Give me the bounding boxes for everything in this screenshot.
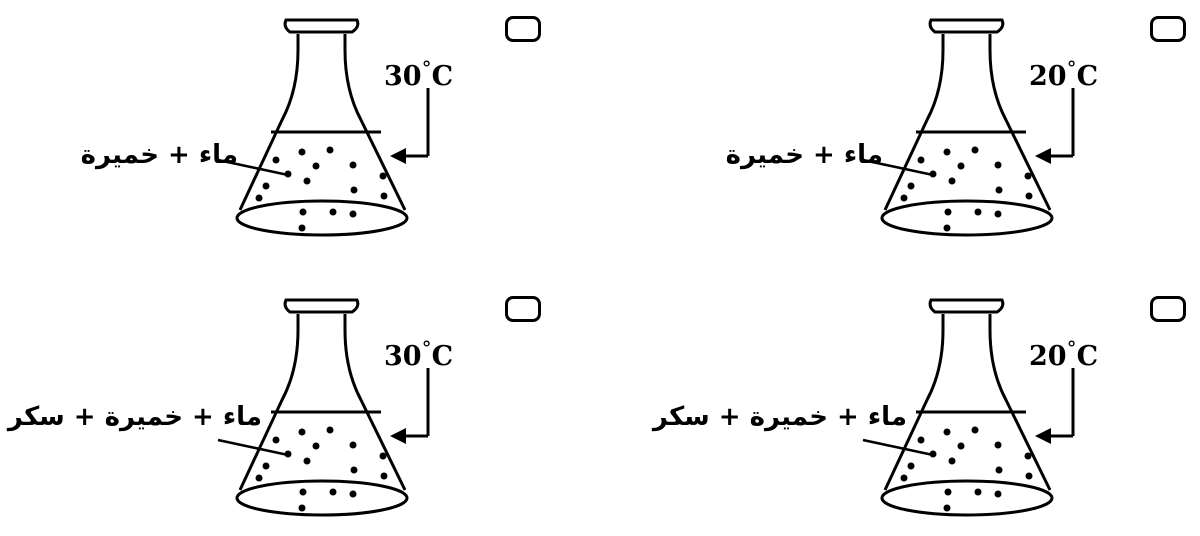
flask-contents-label: ماء + خميرة	[80, 140, 238, 170]
arrow-head	[390, 148, 406, 164]
degree-symbol: °	[421, 56, 432, 80]
flask-contents-label: ماء + خميرة + سكر	[7, 402, 262, 432]
panel-top-right: ماء + خميرة 20°C	[645, 0, 1200, 256]
panel-bottom-right: ماء + خميرة + سكر 20°C	[645, 280, 1200, 536]
temperature-value: 20	[1029, 61, 1067, 92]
flask-diagram	[217, 18, 430, 237]
label-pointer-line	[217, 438, 289, 457]
arrow-head	[1035, 148, 1051, 164]
answer-checkbox[interactable]	[505, 296, 541, 322]
degree-symbol: °	[1066, 56, 1077, 80]
panel-bottom-left: ماء + خميرة + سكر 30°C	[0, 280, 600, 536]
temperature-arrow	[1049, 88, 1075, 158]
label-pointer-line	[217, 158, 289, 177]
erlenmeyer-flask	[880, 18, 1054, 237]
degree-symbol: °	[1066, 336, 1077, 360]
temperature-value: 30	[384, 61, 422, 92]
erlenmeyer-flask	[235, 18, 409, 237]
erlenmeyer-flask	[235, 298, 409, 517]
panel-top-left: ماء + خميرة 30°C	[0, 0, 600, 256]
yeast-particles	[255, 426, 388, 512]
flask-diagram	[862, 18, 1075, 237]
temperature-unit: C	[1076, 341, 1099, 372]
temperature-label: 30°C	[384, 336, 454, 373]
temperature-unit: C	[1076, 61, 1099, 92]
temperature-arrow	[404, 88, 430, 158]
label-pointer-line	[862, 438, 934, 457]
flask-contents-label: ماء + خميرة	[725, 140, 883, 170]
answer-checkbox[interactable]	[1150, 296, 1186, 322]
temperature-label: 20°C	[1029, 56, 1099, 93]
temperature-label: 20°C	[1029, 336, 1099, 373]
label-pointer-line	[862, 158, 934, 177]
yeast-particles	[255, 146, 388, 232]
temperature-value: 30	[384, 341, 422, 372]
temperature-arrow	[404, 368, 430, 438]
erlenmeyer-flask	[880, 298, 1054, 517]
temperature-value: 20	[1029, 341, 1067, 372]
degree-symbol: °	[421, 336, 432, 360]
arrow-head	[1035, 428, 1051, 444]
answer-checkbox[interactable]	[505, 16, 541, 42]
flask-contents-label: ماء + خميرة + سكر	[652, 402, 907, 432]
temperature-unit: C	[431, 341, 454, 372]
yeast-particles	[900, 426, 1033, 512]
yeast-particles	[900, 146, 1033, 232]
answer-checkbox[interactable]	[1150, 16, 1186, 42]
temperature-label: 30°C	[384, 56, 454, 93]
arrow-head	[390, 428, 406, 444]
temperature-unit: C	[431, 61, 454, 92]
temperature-arrow	[1049, 368, 1075, 438]
